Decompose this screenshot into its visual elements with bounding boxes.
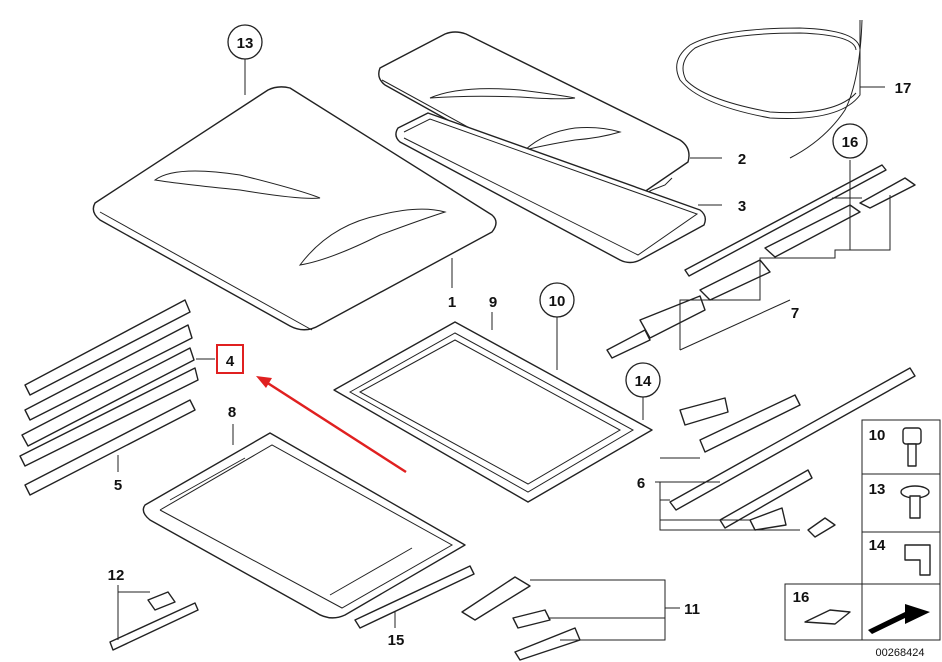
- callout-4[interactable]: 4: [226, 353, 235, 370]
- callout-14[interactable]: 14: [635, 373, 652, 390]
- callout-13[interactable]: 13: [237, 35, 254, 52]
- part-5-guide-strip[interactable]: [24, 399, 196, 496]
- callout-5[interactable]: 5: [114, 477, 122, 494]
- arrow-icon: [868, 604, 930, 634]
- callout-7[interactable]: 7: [791, 305, 799, 322]
- part-9-frame[interactable]: [333, 321, 653, 503]
- callout-3[interactable]: 3: [738, 198, 746, 215]
- legend-screw-icon: [902, 427, 922, 467]
- callout-circle-16: [832, 123, 868, 159]
- legend-clip-icon: [904, 544, 931, 576]
- legend-bolt-icon: [900, 485, 930, 519]
- legend-label-13: 13: [869, 481, 886, 498]
- highlight-box: [216, 344, 244, 374]
- callout-6[interactable]: 6: [637, 475, 645, 492]
- callout-11[interactable]: 11: [684, 601, 700, 618]
- legend-label-16: 16: [793, 589, 810, 606]
- legend-label-14: 14: [869, 537, 886, 554]
- callout-9[interactable]: 9: [489, 294, 497, 311]
- part-3-seal[interactable]: [395, 112, 707, 264]
- part-2-glass-panel[interactable]: [378, 31, 690, 209]
- callout-8[interactable]: 8: [228, 404, 236, 421]
- callout-16[interactable]: 16: [842, 134, 859, 151]
- part-6-linkage[interactable]: [669, 367, 916, 538]
- callout-1[interactable]: 1: [448, 294, 456, 311]
- part-15-guide[interactable]: [354, 565, 475, 629]
- callout-15[interactable]: 15: [388, 632, 405, 649]
- callout-12[interactable]: 12: [108, 567, 125, 584]
- part-12-clips[interactable]: [109, 591, 199, 651]
- part-11-sliders[interactable]: [461, 576, 581, 661]
- callout-17[interactable]: 17: [895, 80, 912, 97]
- callout-circle-13: [227, 24, 263, 60]
- callout-circle-10: [539, 282, 575, 318]
- part-7-rail[interactable]: [606, 164, 916, 359]
- part-4-deflector-strips[interactable]: [19, 299, 199, 467]
- callout-circle-14: [625, 362, 661, 398]
- part-1-cover-panel[interactable]: [92, 86, 497, 331]
- highlight-arrow: [256, 376, 407, 474]
- callout-2[interactable]: 2: [738, 151, 746, 168]
- callout-10[interactable]: 10: [549, 293, 566, 310]
- part-17-cable[interactable]: [676, 19, 863, 159]
- leader-lines: [117, 58, 891, 641]
- legend-label-10: 10: [869, 427, 886, 444]
- drawing-number: 00268424: [876, 647, 925, 659]
- part-8-sunblind[interactable]: [142, 432, 466, 619]
- legend-seal-icon: [804, 609, 851, 625]
- legend-table: [784, 419, 941, 641]
